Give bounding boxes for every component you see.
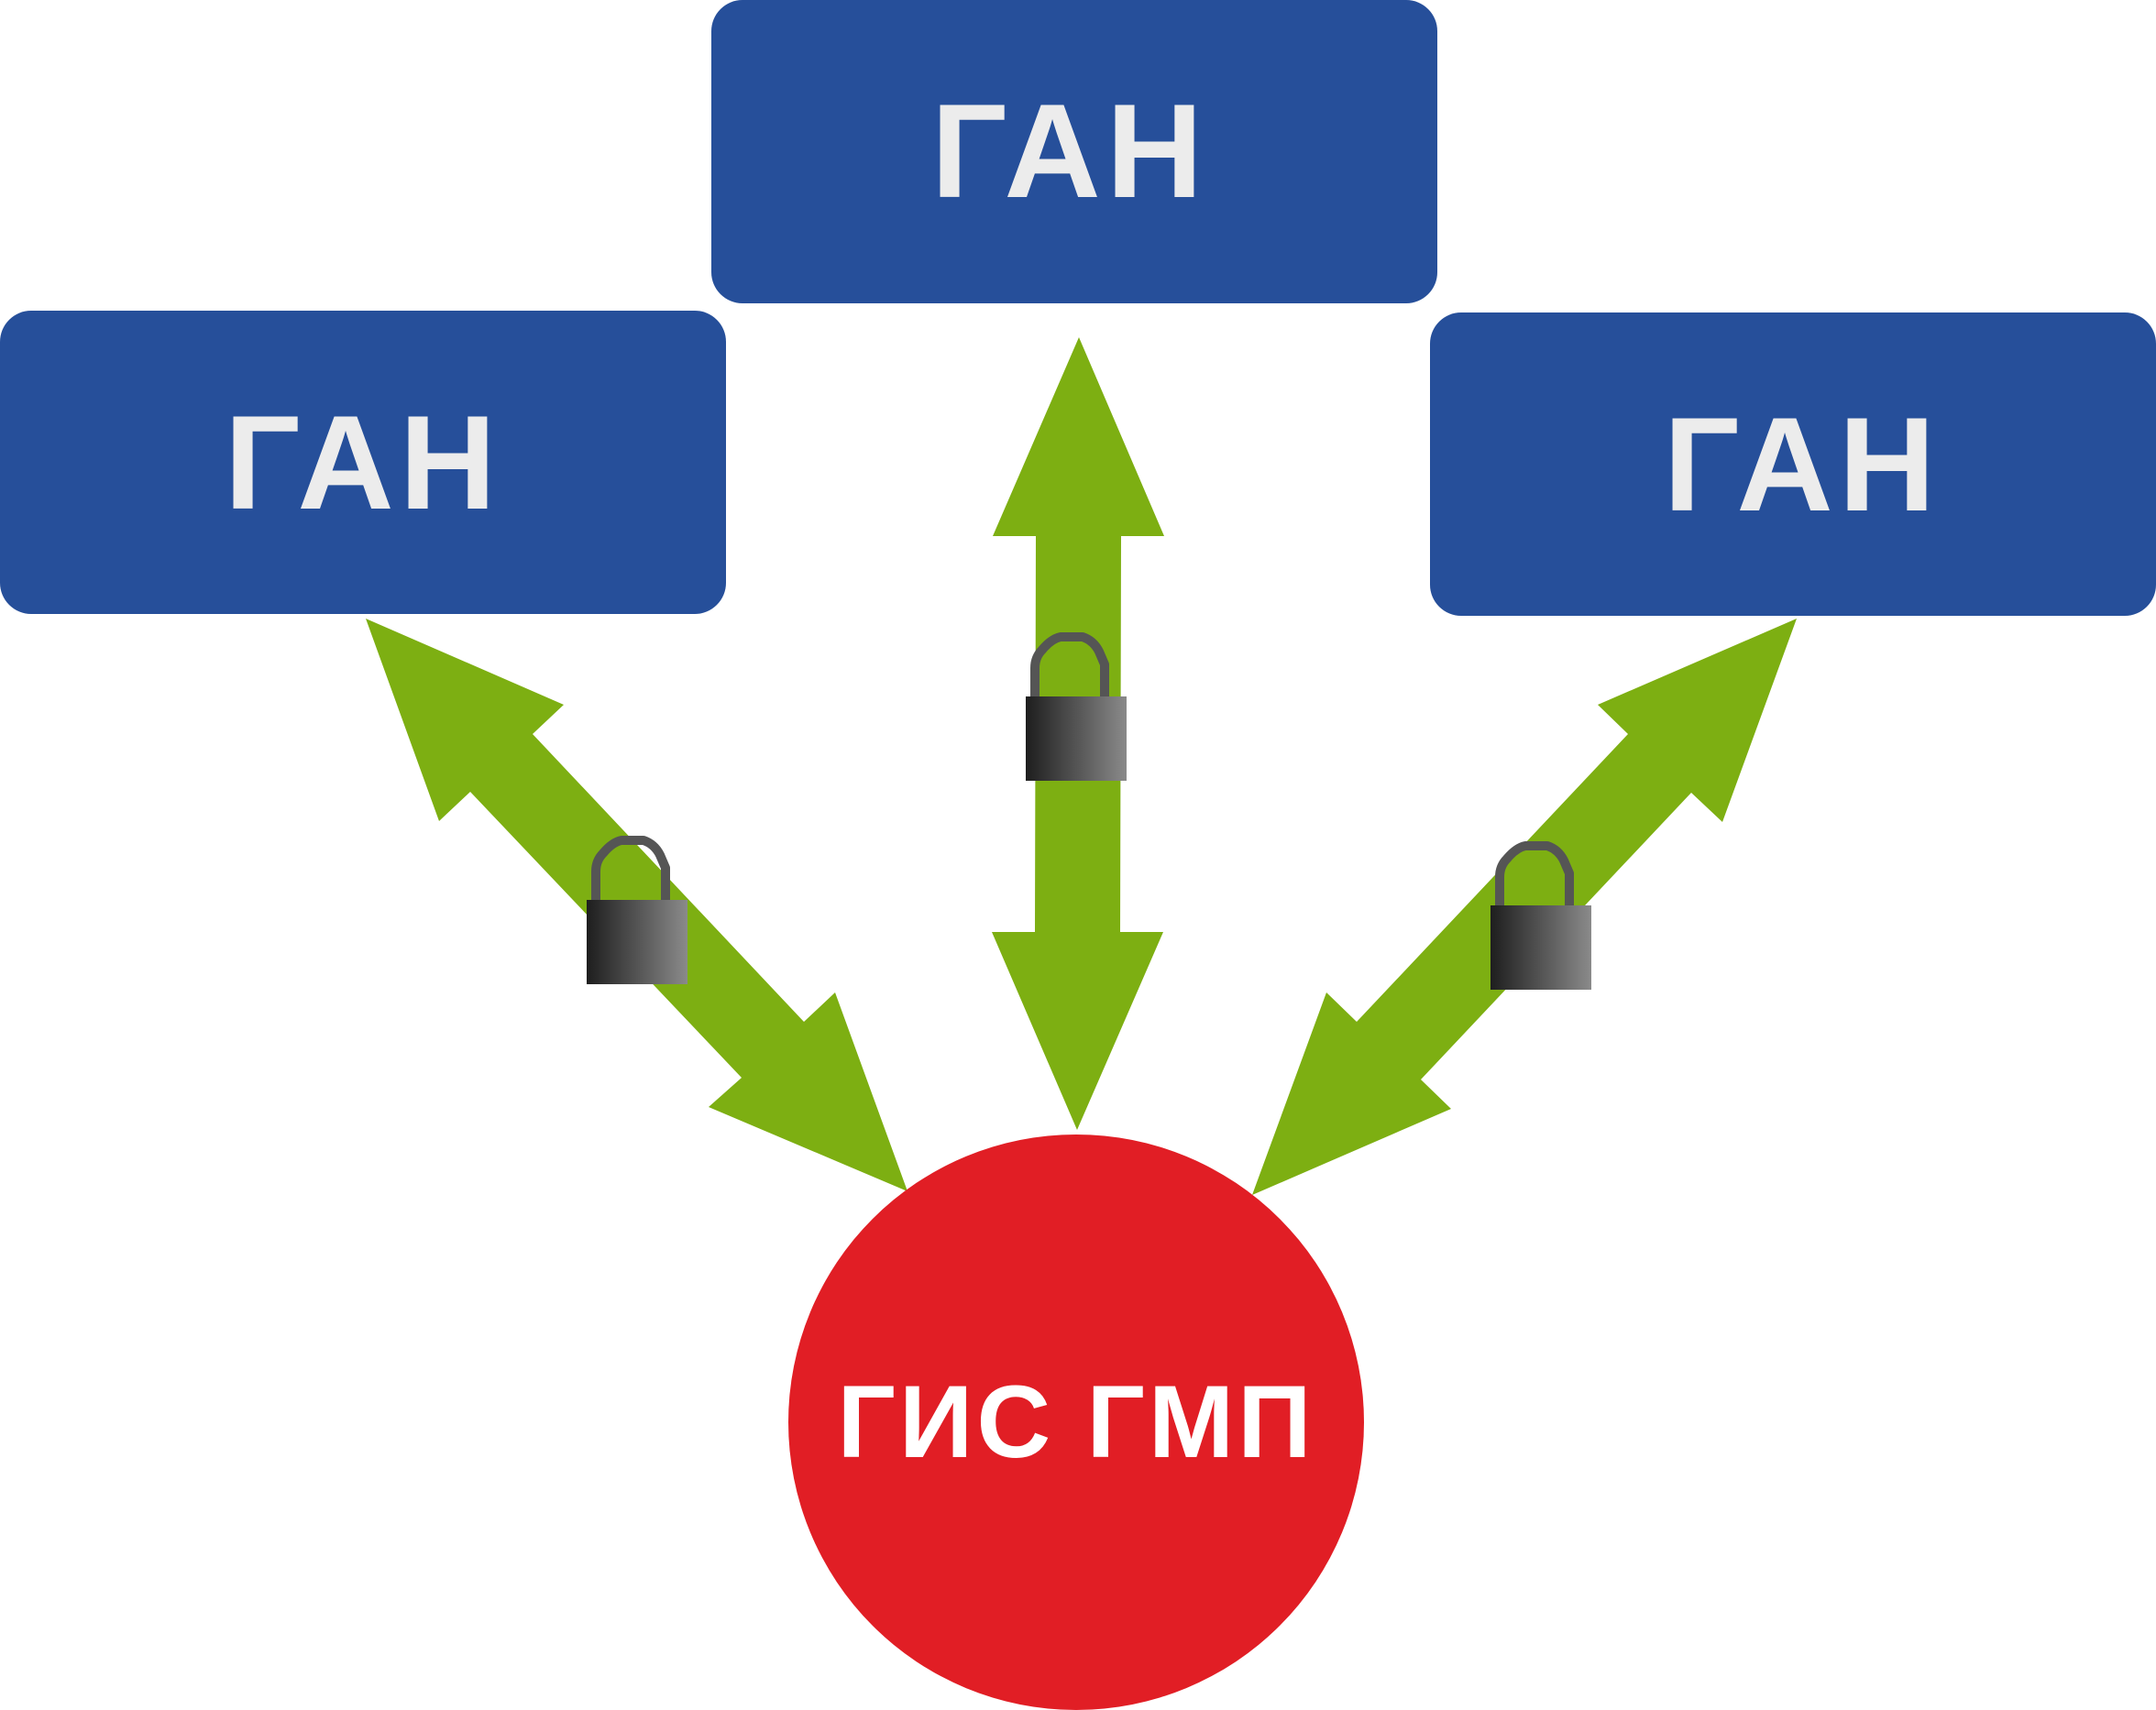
gan-node-right: ГАН	[1430, 312, 2156, 616]
gan-node-top: ГАН	[711, 0, 1437, 303]
gis-gmp-hub-label: ГИС ГМП	[837, 1365, 1315, 1479]
gan-node-left: ГАН	[0, 311, 726, 614]
gan-node-right-label: ГАН	[1663, 389, 1942, 539]
gan-node-top-label: ГАН	[930, 75, 1209, 225]
gis-gmp-hub: ГИС ГМП	[788, 1135, 1364, 1710]
gan-node-left-label: ГАН	[224, 387, 502, 537]
